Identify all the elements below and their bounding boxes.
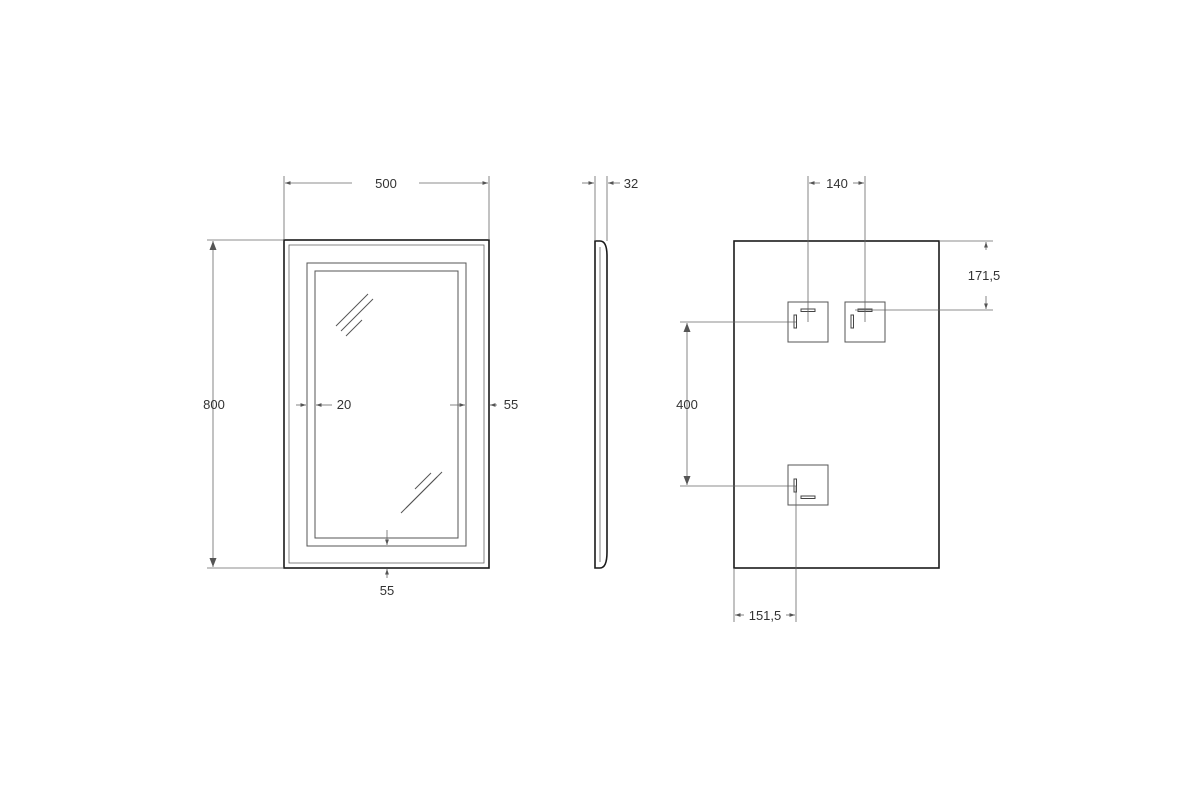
mirror-inner-frame: [288, 244, 485, 564]
frame-label: 20: [337, 397, 351, 412]
dimension-vertical-spacing: 400: [676, 321, 796, 487]
front-view: 500 800 20 55 55: [203, 176, 518, 598]
dimension-width: 500: [283, 176, 490, 240]
bracket-spacing-label: 140: [826, 176, 848, 191]
dimension-frame: 20: [296, 397, 351, 412]
dimension-left-offset: 151,5: [733, 486, 797, 623]
border-bottom-label: 55: [380, 583, 394, 598]
dimension-border-right: 55: [450, 397, 518, 412]
dimension-bracket-spacing: 140: [807, 176, 866, 322]
dimension-border-bottom: 55: [380, 530, 394, 598]
width-label: 500: [375, 176, 397, 191]
dimension-depth: 32: [582, 176, 638, 241]
back-view: 140 171,5 400 151,5: [676, 176, 1000, 623]
border-right-label: 55: [504, 397, 518, 412]
side-view: 32: [582, 176, 638, 569]
glass-reflection-bottom: [400, 471, 443, 514]
bracket-bottom: [787, 464, 829, 506]
left-offset-label: 151,5: [749, 608, 782, 623]
height-label: 800: [203, 397, 225, 412]
depth-label: 32: [624, 176, 638, 191]
dimension-height: 800: [203, 239, 284, 569]
vertical-spacing-label: 400: [676, 397, 698, 412]
top-offset-label: 171,5: [968, 268, 1001, 283]
led-strip-outer: [306, 262, 467, 547]
dimension-top-offset: 171,5: [855, 240, 1001, 311]
led-strip-inner: [314, 270, 459, 539]
mirror-back-panel: [733, 240, 940, 569]
mirror-side-profile: [594, 240, 608, 569]
glass-reflection-top: [335, 293, 374, 337]
mirror-outer-frame: [283, 239, 490, 569]
